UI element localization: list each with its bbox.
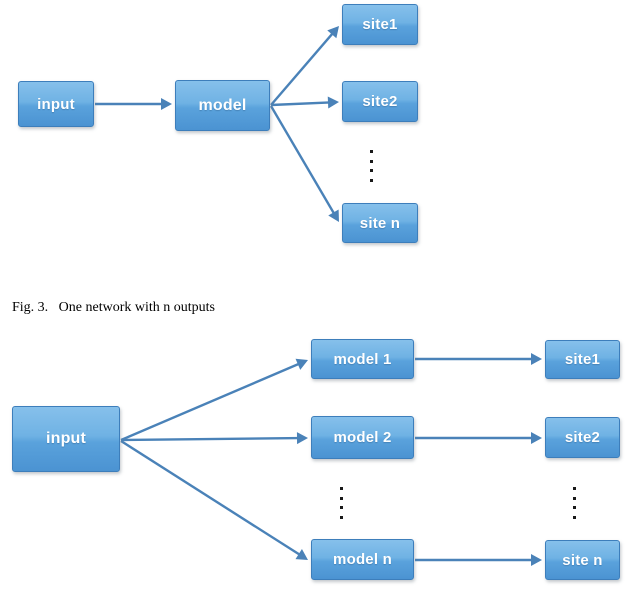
node-input-bottom[interactable]: input	[12, 406, 120, 472]
vertical-ellipsis-icon	[369, 150, 373, 182]
vertical-ellipsis-icon	[572, 487, 576, 519]
node-model-n[interactable]: model n	[311, 539, 414, 580]
node-label: site2	[564, 429, 601, 446]
node-label: model n	[333, 551, 392, 568]
node-label: input	[37, 95, 75, 113]
node-model-1[interactable]: model 1	[311, 339, 414, 379]
node-site1-bottom[interactable]: site1	[545, 340, 620, 379]
node-label: model 1	[333, 350, 392, 368]
node-site2-top[interactable]: site2	[342, 81, 418, 122]
node-label: model 2	[333, 429, 392, 446]
node-label: model	[198, 96, 247, 114]
node-model-top[interactable]: model	[175, 80, 270, 131]
node-site1-top[interactable]: site1	[342, 4, 418, 45]
node-label: site2	[362, 93, 398, 110]
node-model-2[interactable]: model 2	[311, 416, 414, 459]
node-label: input	[45, 430, 87, 447]
figure-caption: Fig. 3. One network with n outputs	[12, 300, 215, 315]
node-input-top[interactable]: input	[18, 81, 94, 127]
node-label: site n	[359, 214, 401, 232]
node-site-n-bottom[interactable]: site n	[545, 540, 620, 580]
node-site2-bottom[interactable]: site2	[545, 417, 620, 458]
node-site-n-top[interactable]: site n	[342, 203, 418, 243]
node-label: site1	[362, 16, 398, 33]
node-label: site n	[562, 551, 603, 569]
node-label: site1	[564, 351, 601, 368]
vertical-ellipsis-icon	[339, 487, 343, 519]
